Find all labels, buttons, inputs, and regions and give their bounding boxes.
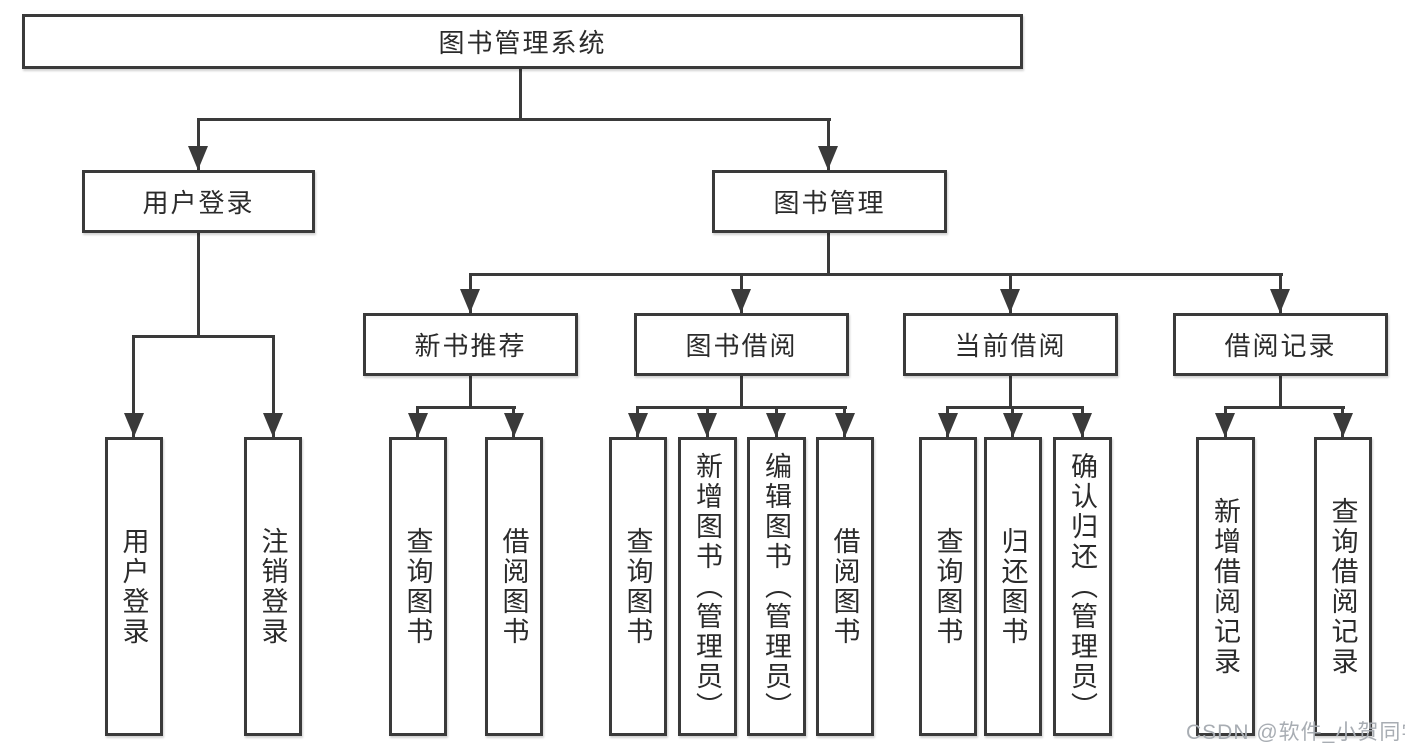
arrowhead-to-book-management [818,146,838,170]
leaf-add-book-admin-label: 新增图书（管理员） [692,451,722,722]
arrowhead-to-leaf-borrow-book-1 [504,413,524,437]
edge-book-management-split [469,273,1283,276]
arrowhead-to-leaf-add-record [1215,413,1235,437]
edge-book-borrow-split [636,406,847,409]
leaf-confirm-return-admin: 确认归还（管理员） [1053,437,1112,736]
arrowhead-to-leaf-query-book-3 [938,413,958,437]
arrowhead-to-leaf-borrow-book-2 [835,413,855,437]
edge-current-borrow-split [946,406,1084,409]
node-new-book-recommend-label: 新书推荐 [414,331,527,361]
node-book-management-label: 图书管理 [773,188,886,218]
arrowhead-to-book-borrow [731,289,751,313]
arrowhead-to-leaf-return-book [1003,413,1023,437]
node-current-borrow-label: 当前借阅 [954,331,1067,361]
csdn-watermark: CSDN @软件_小贺同学 [1186,721,1405,744]
leaf-add-borrow-record: 新增借阅记录 [1196,437,1255,736]
edge-new-book-split [416,406,516,409]
arrowhead-to-leaf-query-book-1 [408,413,428,437]
node-borrow-record-label: 借阅记录 [1224,331,1337,361]
leaf-return-book: 归还图书 [984,437,1042,736]
leaf-user-login-label: 用户登录 [118,526,149,647]
node-root-label: 图书管理系统 [438,28,607,58]
leaf-query-book-1: 查询图书 [389,437,447,736]
leaf-edit-book-admin: 编辑图书（管理员） [747,437,806,736]
edge-root-to-book-management-line [827,121,830,170]
edge-current-borrow-stem [1009,376,1012,406]
arrowhead-to-leaf-confirm-return [1072,413,1092,437]
edge-root-split [197,118,831,121]
node-borrow-record: 借阅记录 [1173,313,1388,376]
edge-user-login-stem [197,233,200,335]
edge-book-borrow-stem [740,376,743,406]
node-user-login-label: 用户登录 [142,188,255,218]
node-new-book-recommend: 新书推荐 [363,313,578,376]
leaf-borrow-book-2: 借阅图书 [816,437,874,736]
leaf-query-book-2-label: 查询图书 [622,526,653,647]
leaf-query-book-2: 查询图书 [609,437,667,736]
arrowhead-to-new-book [460,289,480,313]
arrowhead-to-user-login [188,146,208,170]
node-user-login: 用户登录 [82,170,315,233]
arrowhead-to-leaf-query-record [1333,413,1353,437]
edge-user-login-split [132,335,275,338]
arrowhead-to-current-borrow [1000,289,1020,313]
node-current-borrow: 当前借阅 [903,313,1118,376]
leaf-query-book-3-label: 查询图书 [932,526,963,647]
leaf-query-book-3: 查询图书 [919,437,977,736]
leaf-query-book-1-label: 查询图书 [402,526,433,647]
edge-to-leaf-user-login-line [132,338,135,437]
leaf-query-borrow-record-label: 查询借阅记录 [1327,496,1358,677]
edge-to-leaf-logout-line [272,338,275,437]
arrowhead-to-leaf-logout [263,413,283,437]
arrowhead-to-leaf-add-book [697,413,717,437]
leaf-edit-book-admin-label: 编辑图书（管理员） [761,451,791,722]
edge-book-management-stem [827,233,830,273]
leaf-query-borrow-record: 查询借阅记录 [1314,437,1372,736]
edge-root-stem [519,69,522,118]
edge-root-to-user-login-line [197,121,200,170]
edge-borrow-record-split [1224,406,1345,409]
arrowhead-to-leaf-user-login [124,413,144,437]
node-book-management: 图书管理 [712,170,947,233]
leaf-confirm-return-admin-label: 确认归还（管理员） [1067,451,1097,722]
leaf-return-book-label: 归还图书 [997,526,1028,647]
leaf-borrow-book-1-label: 借阅图书 [498,526,529,647]
leaf-user-login: 用户登录 [105,437,163,736]
leaf-logout-label: 注销登录 [257,526,288,647]
leaf-add-book-admin: 新增图书（管理员） [678,437,737,736]
node-book-borrow: 图书借阅 [634,313,849,376]
arrowhead-to-borrow-record [1270,289,1290,313]
leaf-logout: 注销登录 [244,437,302,736]
edge-new-book-stem [469,376,472,406]
node-book-borrow-label: 图书借阅 [685,331,798,361]
leaf-add-borrow-record-label: 新增借阅记录 [1210,496,1240,677]
node-root: 图书管理系统 [22,14,1023,69]
edge-borrow-record-stem [1279,376,1282,406]
arrowhead-to-leaf-query-book-2 [628,413,648,437]
leaf-borrow-book-1: 借阅图书 [485,437,543,736]
arrowhead-to-leaf-edit-book [766,413,786,437]
leaf-borrow-book-2-label: 借阅图书 [829,526,860,647]
